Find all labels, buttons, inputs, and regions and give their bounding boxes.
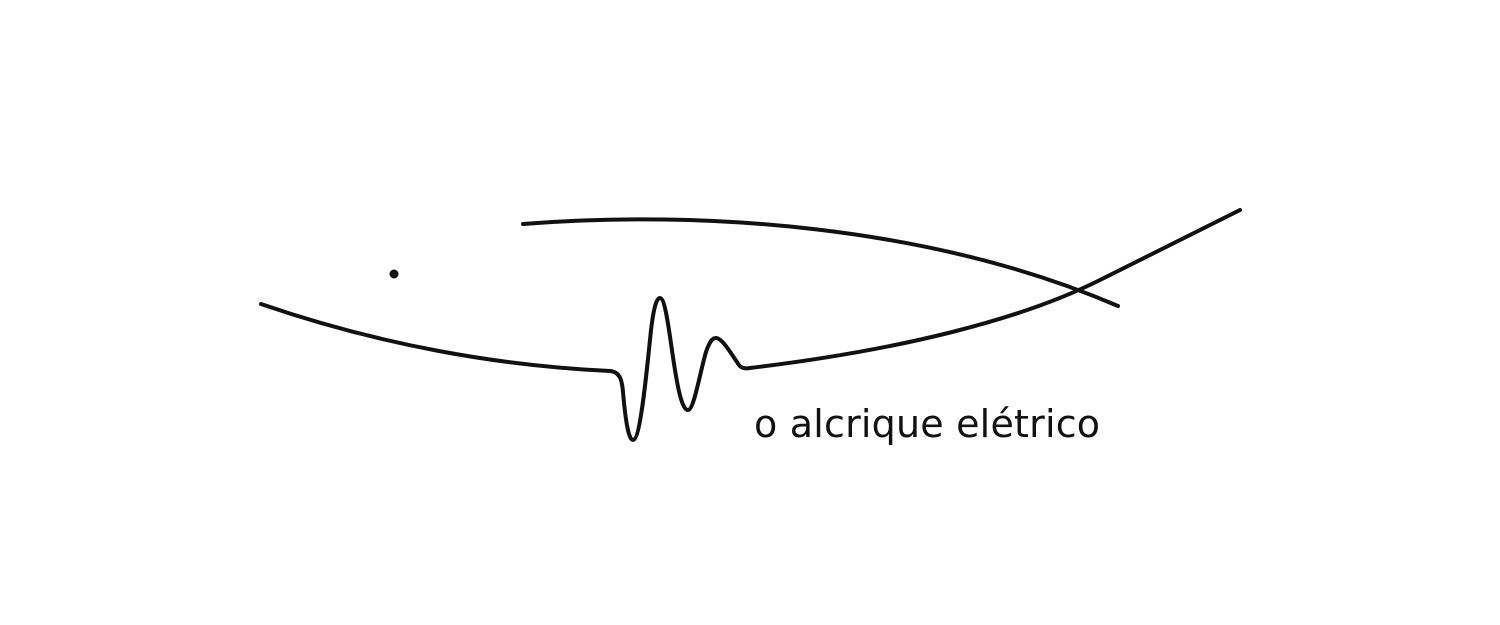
- fish-eye-dot: [389, 269, 399, 279]
- brand-wordmark: o alcrique elétrico: [754, 402, 1101, 446]
- fish-belly-pulse-line: [259, 208, 1242, 442]
- fish-back-line: [521, 217, 1120, 308]
